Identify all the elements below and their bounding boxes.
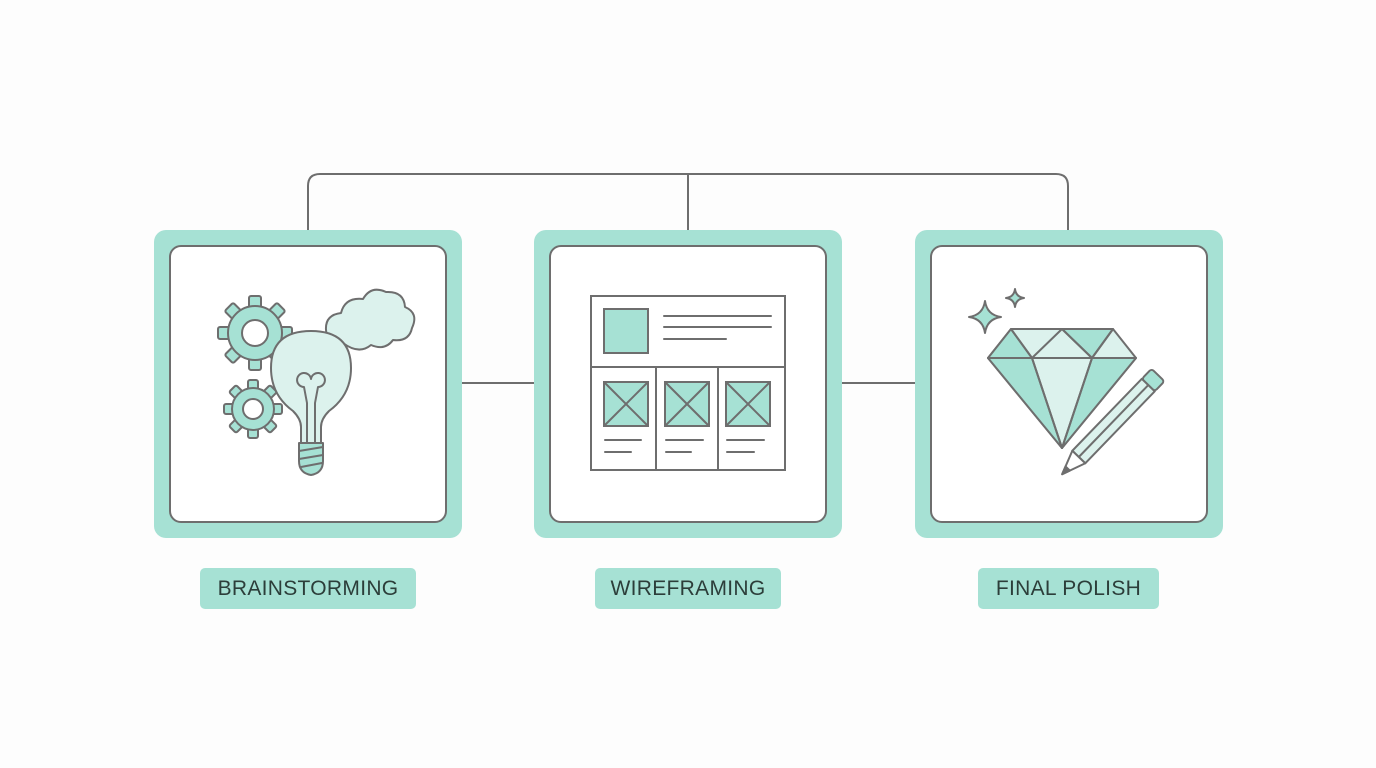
stage-label-brainstorming: BRAINSTORMING <box>200 568 416 609</box>
lightbulb-gears-cloud-icon <box>217 288 416 476</box>
wireframe-layout-icon <box>590 295 786 471</box>
final-polish-card <box>915 230 1223 538</box>
brainstorming-card <box>154 230 462 538</box>
stage-label-wireframing: WIREFRAMING <box>595 568 781 609</box>
wireframing-card <box>534 230 842 538</box>
wireframing-card-inner <box>549 245 827 523</box>
final-polish-card-inner <box>930 245 1208 523</box>
stage-label-final-polish: FINAL POLISH <box>978 568 1159 609</box>
brainstorming-card-inner <box>169 245 447 523</box>
diamond-pencil-icon <box>968 288 1165 476</box>
